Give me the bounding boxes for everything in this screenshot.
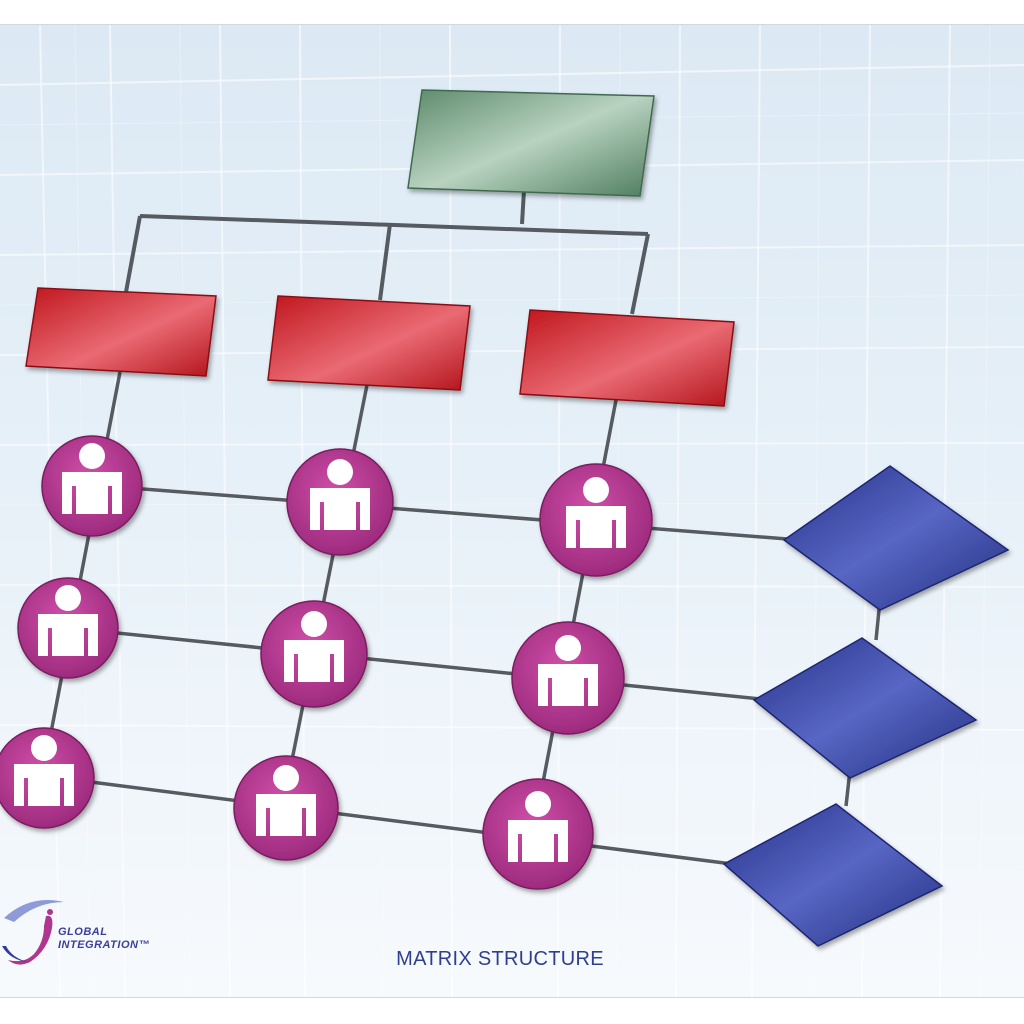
manager-box-3 <box>519 309 735 407</box>
person-node <box>0 727 95 829</box>
person-node <box>539 463 653 577</box>
person-node <box>41 435 143 537</box>
person-node <box>482 778 594 890</box>
hierarchy-connectors <box>124 189 650 315</box>
logo-swoosh-icon <box>2 900 64 965</box>
project-diamond-3 <box>722 803 944 947</box>
manager-box-2 <box>267 295 471 391</box>
person-node <box>511 621 625 735</box>
logo-text-line2: INTEGRATION™ <box>58 939 150 951</box>
top-executive-box <box>407 89 655 197</box>
person-node <box>260 600 368 708</box>
project-diamond-1 <box>782 465 1010 611</box>
global-integration-logo: GLOBAL INTEGRATION™ <box>0 888 200 978</box>
diagram-caption: MATRIX STRUCTURE <box>396 948 604 970</box>
project-row-connectors <box>43 483 882 867</box>
logo-text-line1: GLOBAL <box>58 926 108 938</box>
manager-box-1 <box>25 287 217 377</box>
project-diamond-2 <box>752 637 978 779</box>
person-node <box>17 577 119 679</box>
person-node <box>286 448 394 556</box>
person-node <box>233 755 339 861</box>
